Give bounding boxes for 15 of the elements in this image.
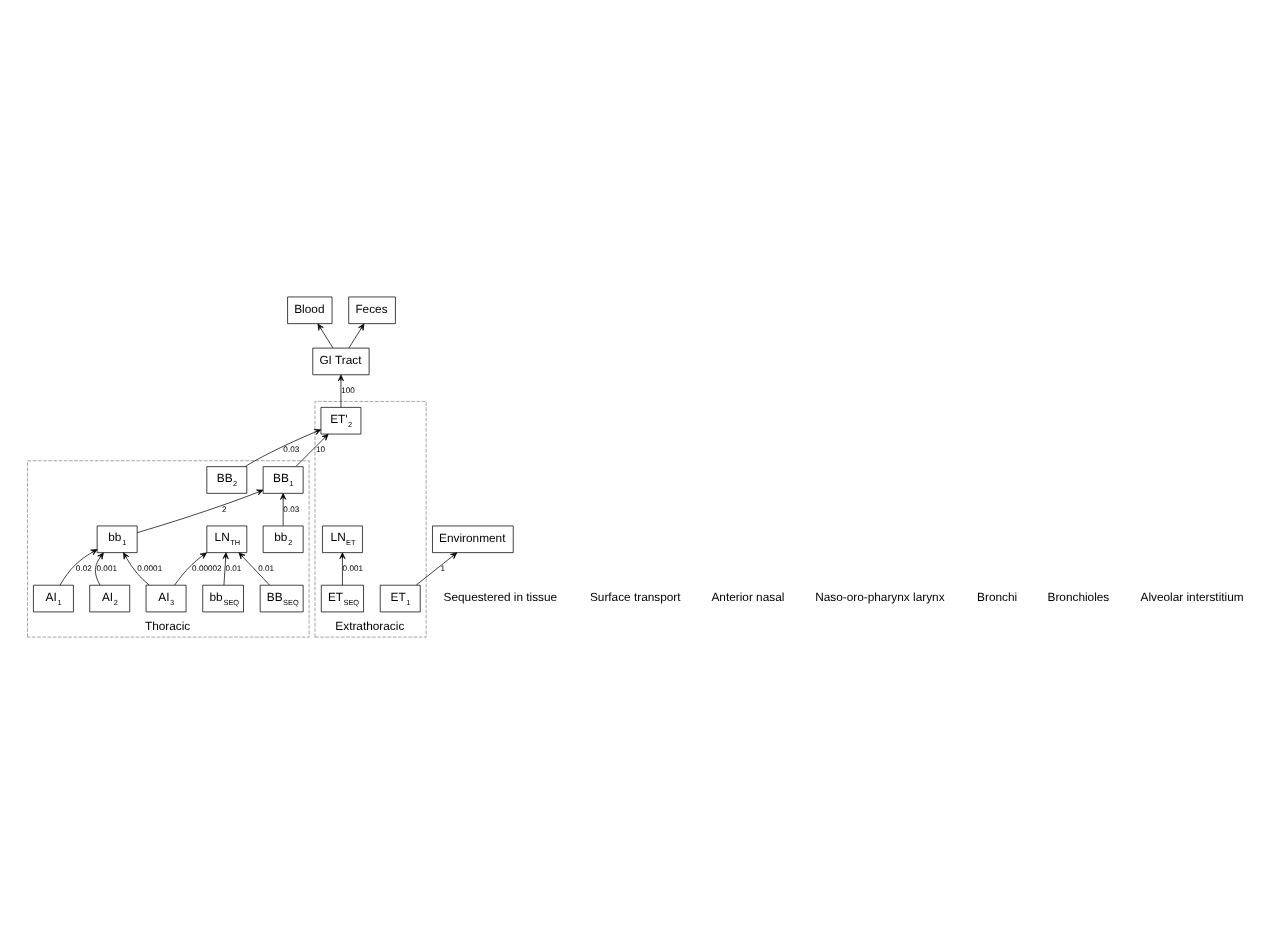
arrow	[59, 549, 98, 586]
arrow	[280, 493, 287, 527]
arrow	[416, 552, 458, 586]
arrow	[222, 552, 229, 586]
arrow	[174, 552, 207, 586]
arrow	[295, 433, 329, 467]
arrow	[123, 552, 150, 586]
arrow	[339, 552, 346, 586]
arrow	[238, 552, 270, 586]
arrow	[348, 323, 365, 349]
arrow	[95, 552, 104, 586]
arrow	[245, 429, 322, 467]
arrow	[317, 323, 334, 349]
arrow	[337, 374, 344, 408]
arrow	[136, 489, 264, 534]
